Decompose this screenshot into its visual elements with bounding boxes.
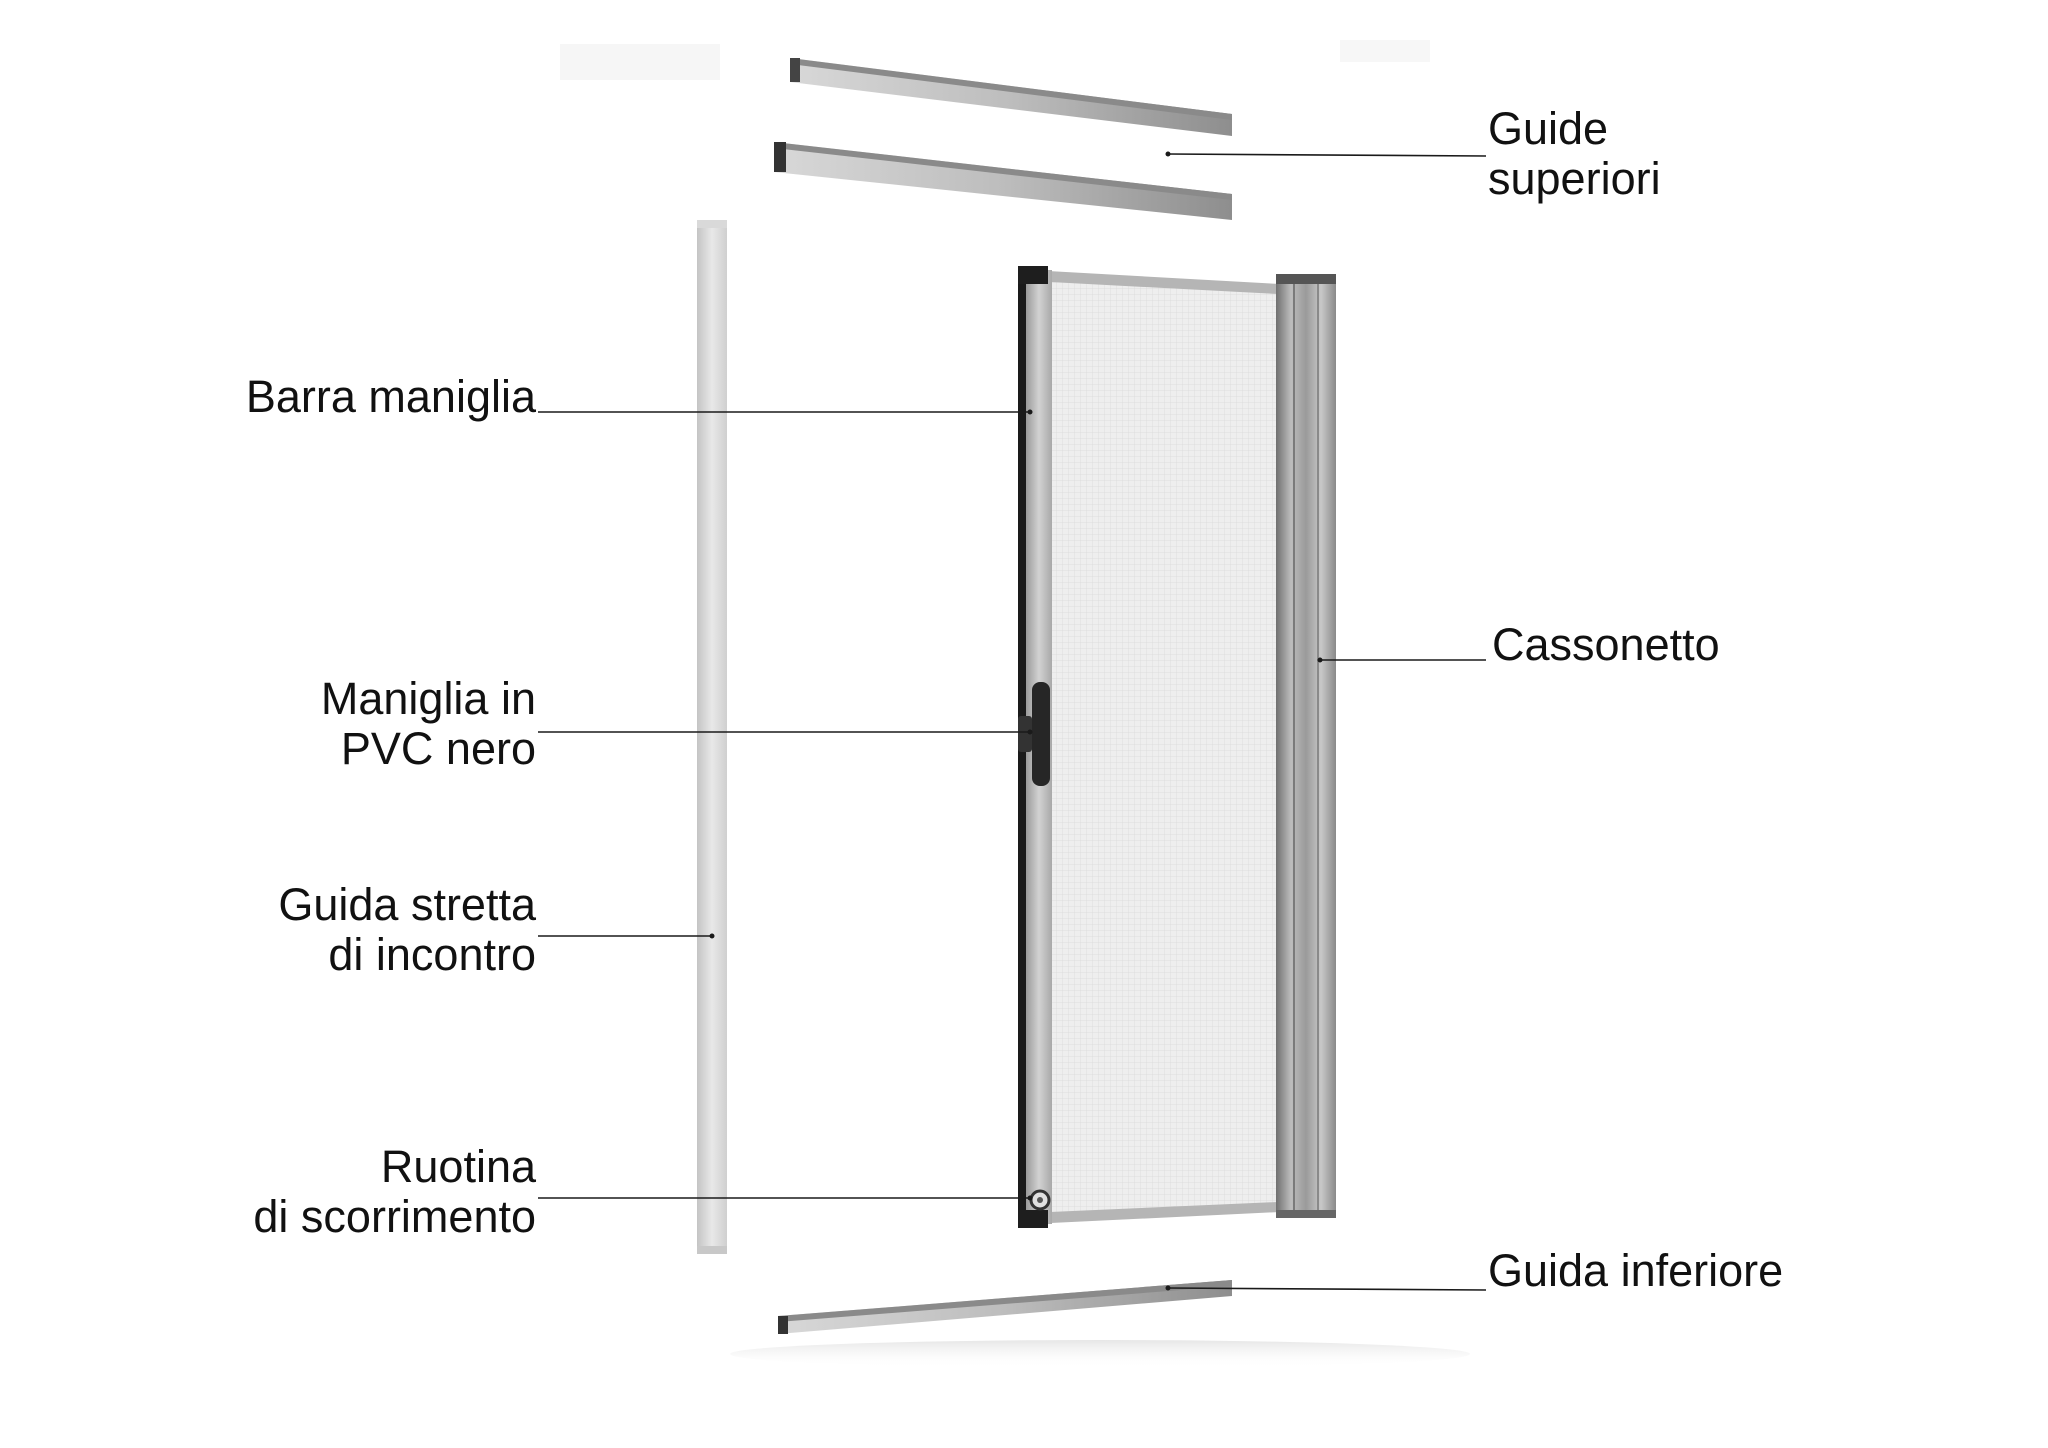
label-guida-inferiore: Guida inferiore <box>1488 1245 1784 1296</box>
cassette-box <box>1276 274 1336 1218</box>
label-cassonetto: Cassonetto <box>1492 619 1720 670</box>
leader-guida-inferiore <box>1167 1287 1487 1291</box>
lower-guide-rail <box>778 1280 1232 1334</box>
label-guide-superiori: Guide superiori <box>1488 103 1661 204</box>
label-guida-stretta: Guida stretta di incontro <box>278 879 536 980</box>
label-maniglia-pvc: Maniglia in PVC nero <box>320 673 536 774</box>
leader-guide-superiori <box>1167 153 1487 157</box>
black-pvc-handle <box>1032 682 1050 786</box>
faint-reflection <box>560 44 720 80</box>
label-barra-maniglia: Barra maniglia <box>245 371 536 422</box>
label-ruotina: Ruotina di scorrimento <box>253 1141 536 1242</box>
mesh-panel <box>1050 282 1278 1212</box>
upper-guide-rail-1 <box>790 58 1232 136</box>
leader-endpoints <box>709 151 1323 1291</box>
screen-door-assembly <box>1018 266 1336 1228</box>
upper-guide-rail-2 <box>774 142 1232 220</box>
floor-shadow <box>730 1340 1470 1368</box>
leader-lines <box>538 153 1487 1291</box>
narrow-strike-guide-post <box>697 220 727 1254</box>
faint-reflection <box>1340 40 1430 62</box>
